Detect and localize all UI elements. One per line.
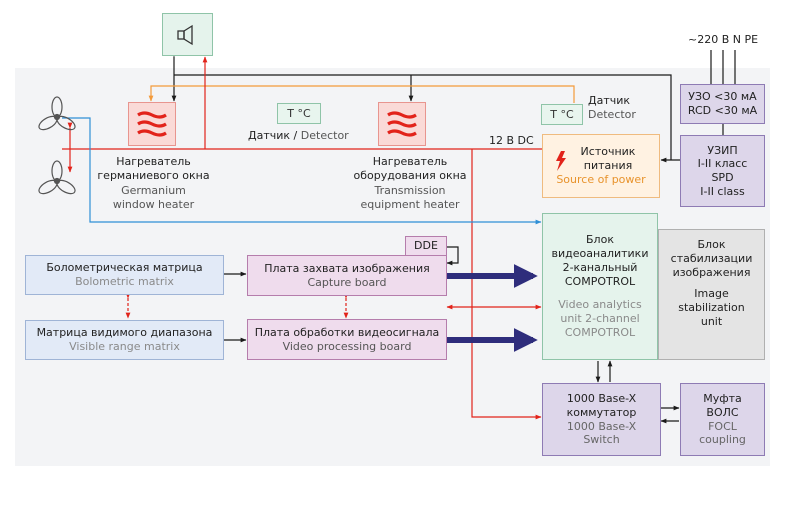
heater-icon (137, 111, 167, 137)
temperature-sensor-mid: T °C (277, 103, 321, 124)
power-input-label: ~220 В N PE (688, 33, 759, 46)
fan-icon-top (38, 96, 76, 131)
heater-icon (387, 111, 417, 137)
temperature-sensor-right: T °C (541, 104, 583, 125)
dde-box: DDE (405, 236, 447, 256)
speaker-icon (176, 24, 193, 45)
germanium-heater-box (128, 102, 176, 146)
speaker-box (162, 13, 213, 56)
power-source-box: Источник питания Source of power (542, 134, 660, 198)
equipment-heater-box (378, 102, 426, 146)
fan-icon-bottom (38, 160, 76, 195)
voltage-label: 12 В DC (489, 134, 534, 147)
lightning-icon (556, 151, 566, 171)
sensor-mid-label: Датчик / Detector (248, 129, 349, 142)
